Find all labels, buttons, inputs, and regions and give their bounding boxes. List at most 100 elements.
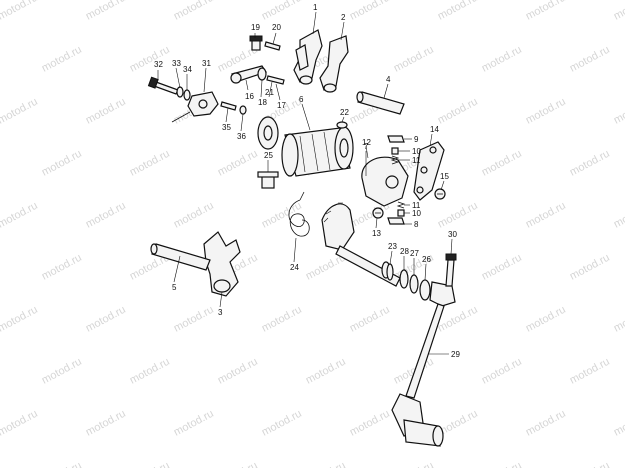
watermark-text: motod.ru <box>40 148 84 179</box>
watermark-text: motod.ru <box>524 408 568 439</box>
watermark-text: motod.ru <box>128 460 172 468</box>
callout-8: 8 <box>414 220 419 229</box>
watermark-text: motod.ru <box>84 96 128 127</box>
watermark-text: motod.ru <box>524 304 568 335</box>
callout-7: 7 <box>364 142 369 151</box>
watermark-text: motod.ru <box>216 460 260 468</box>
watermark-text: motod.ru <box>128 356 172 387</box>
callout-36: 36 <box>237 132 246 141</box>
shift-fork-2 <box>319 35 349 93</box>
watermark-text: motod.ru <box>348 408 392 439</box>
watermark-text: motod.ru <box>0 408 40 439</box>
watermark-text: motod.ru <box>172 200 216 231</box>
watermark-text: motod.ru <box>216 148 260 179</box>
callout-10a: 10 <box>412 147 421 156</box>
watermark-text: motod.ru <box>260 408 304 439</box>
watermark-text: motod.ru <box>568 356 612 387</box>
pin-35 <box>220 101 237 111</box>
callout-3: 3 <box>218 308 223 317</box>
watermark-text: motod.ru <box>568 44 612 75</box>
bolt-20 <box>264 41 281 51</box>
washer-18 <box>257 67 267 81</box>
watermark-text: motod.ru <box>304 460 348 468</box>
watermark-text: motod.ru <box>348 0 392 23</box>
watermark-text: motod.ru <box>128 44 172 75</box>
stopper-25 <box>257 171 279 189</box>
watermark-text: motod.ru <box>612 200 625 231</box>
spring-11-upper <box>390 155 400 165</box>
stopper-plate-31 <box>171 91 219 123</box>
watermark-text: motod.ru <box>392 460 436 468</box>
callout-13: 13 <box>372 229 381 238</box>
callout-33: 33 <box>172 59 181 68</box>
callout-17: 17 <box>277 101 286 110</box>
watermark-text: motod.ru <box>392 44 436 75</box>
watermark-text: motod.ru <box>84 304 128 335</box>
watermark-text: motod.ru <box>612 304 625 335</box>
callout-14: 14 <box>430 125 439 134</box>
pin-36 <box>239 105 247 115</box>
callout-4: 4 <box>386 75 391 84</box>
callout-1: 1 <box>313 3 318 12</box>
watermark-text: motod.ru <box>172 408 216 439</box>
watermark-text: motod.ru <box>260 0 304 23</box>
shift-fork-3 <box>203 231 241 297</box>
watermark-text: motod.ru <box>0 200 40 231</box>
pin-10-lower <box>397 209 405 217</box>
watermark-text: motod.ru <box>568 460 612 468</box>
gearshift-lever-29 <box>391 281 456 447</box>
callout-27: 27 <box>410 249 419 258</box>
callout-23: 23 <box>388 242 397 251</box>
callout-16: 16 <box>245 92 254 101</box>
drum-ring-17 <box>257 116 279 150</box>
watermark-text: motod.ru <box>480 356 524 387</box>
callout-12: 12 <box>362 138 371 147</box>
watermark-text: motod.ru <box>304 356 348 387</box>
watermark-text: motod.ru <box>40 460 84 468</box>
watermark-text: motod.ru <box>84 0 128 23</box>
watermark-text: motod.ru <box>0 304 40 335</box>
shift-fork-1 <box>293 29 323 85</box>
callout-22: 22 <box>340 108 349 117</box>
callout-10b: 10 <box>412 209 421 218</box>
watermark-text: motod.ru <box>568 252 612 283</box>
watermark-text: motod.ru <box>84 408 128 439</box>
watermark-text: motod.ru <box>612 96 625 127</box>
callout-5: 5 <box>172 283 177 292</box>
watermark-text: motod.ru <box>436 96 480 127</box>
watermark-text: motod.ru <box>524 200 568 231</box>
watermark-text: motod.ru <box>568 148 612 179</box>
bolt-32 <box>147 76 179 95</box>
callout-19: 19 <box>251 23 260 32</box>
watermark-text: motod.ru <box>480 252 524 283</box>
watermark-text: motod.ru <box>40 356 84 387</box>
callout-18: 18 <box>258 98 267 107</box>
watermark-text: motod.ru <box>40 44 84 75</box>
callout-11a: 11 <box>412 156 421 165</box>
watermark-text: motod.ru <box>0 0 40 23</box>
callout-32: 32 <box>154 60 163 69</box>
washer-33 <box>176 86 184 98</box>
callout-35: 35 <box>222 123 231 132</box>
callout-34: 34 <box>183 65 192 74</box>
bolt-21 <box>266 75 285 85</box>
fork-shaft-4 <box>356 91 405 115</box>
gearshift-shaft-7 <box>321 202 401 287</box>
bolt-30 <box>445 253 457 287</box>
callout-29: 29 <box>451 350 460 359</box>
fork-shaft-5 <box>150 243 211 271</box>
callout-11b: 11 <box>412 201 421 210</box>
watermark-text: motod.ru <box>40 252 84 283</box>
washer-23 <box>386 263 394 281</box>
callout-26: 26 <box>422 255 431 264</box>
callout-31: 31 <box>202 59 211 68</box>
spring-11-lower <box>396 201 406 209</box>
watermark-text: motod.ru <box>480 148 524 179</box>
pawl-9 <box>387 135 405 143</box>
callout-9: 9 <box>414 135 419 144</box>
callout-6: 6 <box>299 95 304 104</box>
pawl-holder-12 <box>361 156 409 207</box>
callout-21: 21 <box>265 88 274 97</box>
screw-15 <box>434 188 446 200</box>
